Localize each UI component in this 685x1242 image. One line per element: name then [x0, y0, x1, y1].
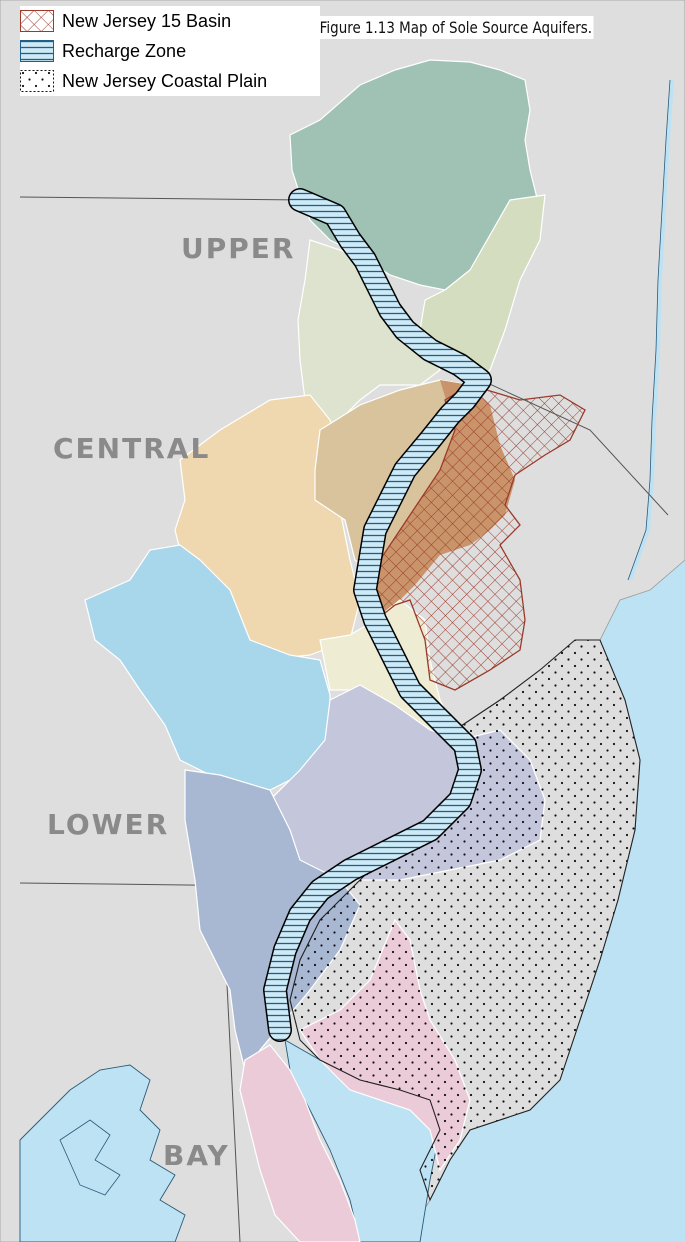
legend-label: New Jersey 15 Basin	[62, 10, 232, 31]
horizontal-lines-swatch-icon	[20, 40, 54, 62]
state-boundary-north	[19, 196, 306, 201]
legend-item-nj15-basin: New Jersey 15 Basin	[20, 6, 320, 36]
legend-item-recharge-zone: Recharge Zone	[20, 36, 320, 66]
legend-item-coastal-plain: New Jersey Coastal Plain	[20, 66, 320, 96]
bay-basin-west	[239, 1044, 361, 1242]
chesapeake-inlet-2	[59, 1119, 121, 1196]
chesapeake-bay	[19, 1064, 186, 1242]
crosshatch-swatch-icon	[20, 10, 54, 32]
nj15-basin-hatch	[364, 384, 586, 691]
figure-title: Figure 1.13 Map of Sole Source Aquifers.	[318, 16, 594, 39]
legend-label: Recharge Zone	[62, 40, 187, 61]
legend-label: New Jersey Coastal Plain	[62, 70, 268, 91]
region-label-bay: BAY	[163, 1139, 230, 1172]
hudson-river-outline	[627, 79, 671, 581]
state-boundary-ny-nj	[469, 374, 669, 516]
region-label-lower: LOWER	[47, 808, 170, 841]
recharge-zone-fill	[264, 189, 491, 1041]
region-label-upper: UPPER	[181, 232, 296, 265]
hudson-river	[628, 79, 674, 581]
region-label-central: CENTRAL	[53, 432, 211, 465]
coastal-plain-dots	[289, 639, 641, 1202]
dots-swatch-icon	[20, 70, 54, 92]
map-legend: New Jersey 15 Basin Recharge Zone New Je…	[20, 6, 320, 96]
